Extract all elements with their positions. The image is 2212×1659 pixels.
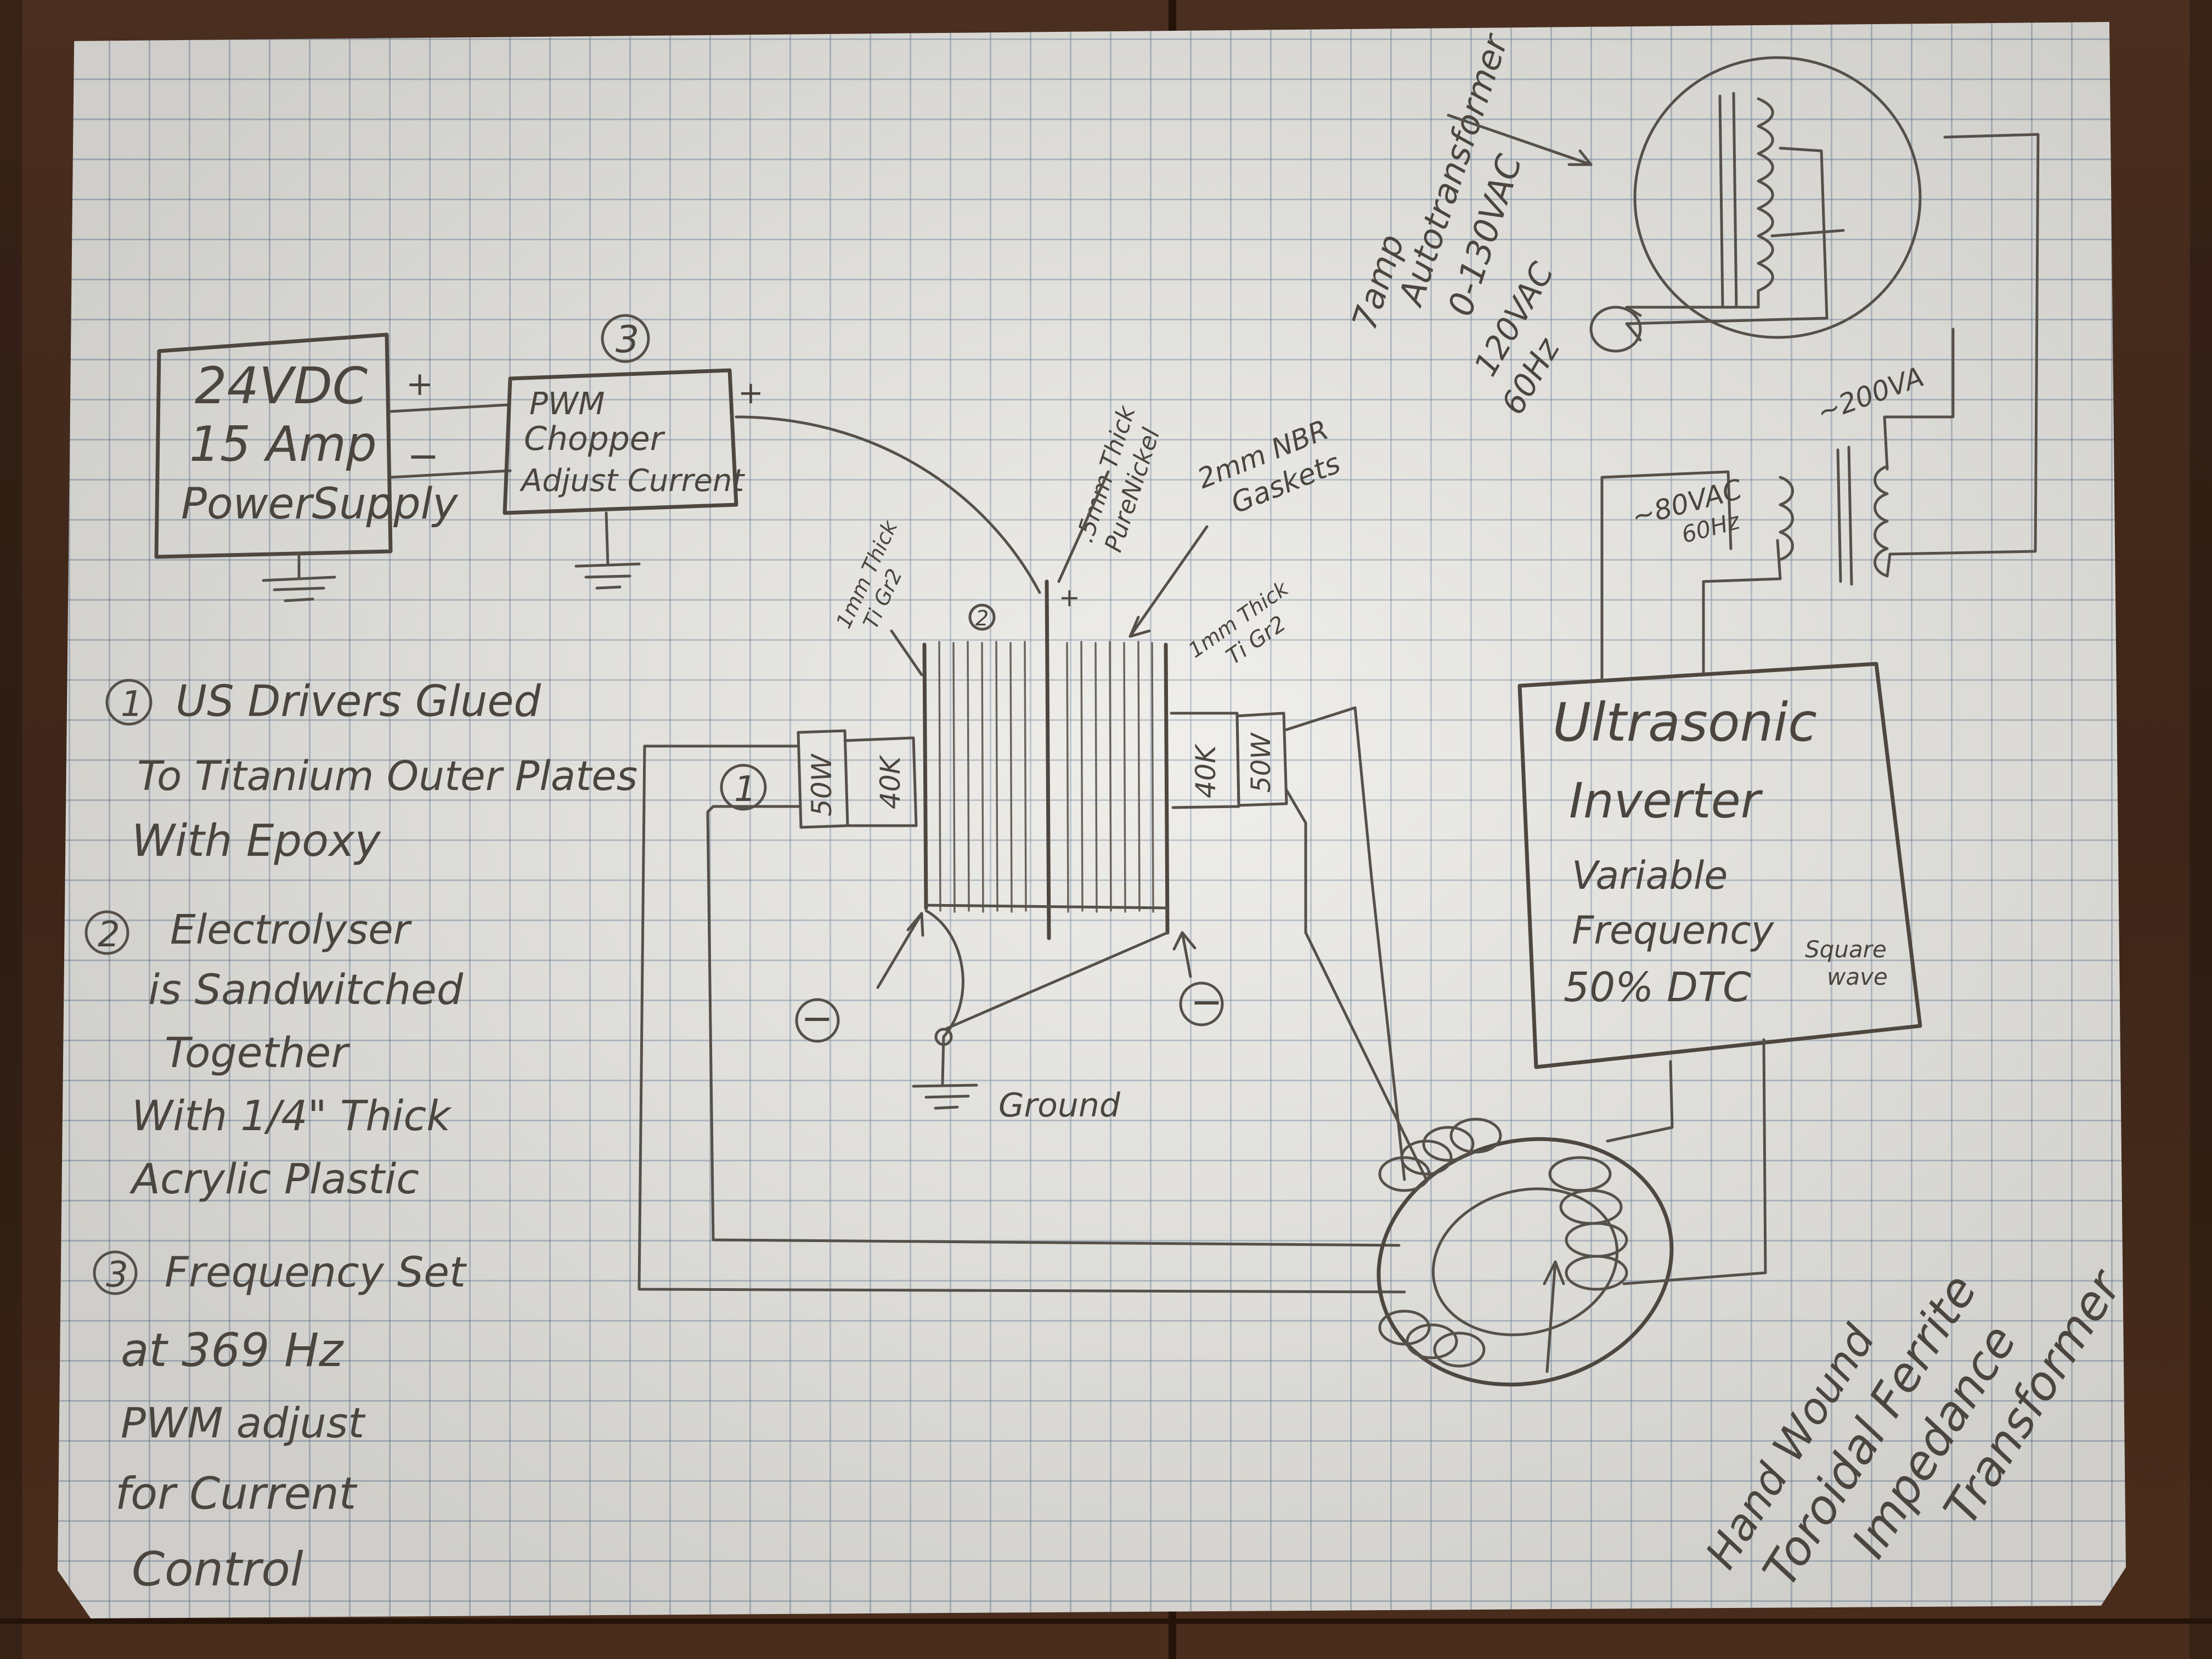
gaskets-label: 2mm NBR Gaskets (1193, 414, 1345, 520)
graph-paper-sheet (58, 22, 2126, 1618)
ground-label: Ground (998, 1086, 1121, 1125)
note-2-line1: Electrolyser (170, 906, 413, 953)
plate-right-label: 1mm Thick Ti Gr2 (1184, 575, 1294, 669)
note-2-line4: With 1/4" Thick (132, 1091, 452, 1140)
marker-2-small: 2 (975, 606, 989, 630)
table-seam-bottom (0, 1618, 2212, 1624)
note-1-num: 1 (121, 684, 143, 725)
inverter-line5: 50% DTC (1564, 964, 1751, 1011)
power-supply-block: 24VDC 15 Amp PowerSupply + − (154, 332, 512, 602)
driver-right: 40K 50W (1170, 712, 1288, 809)
note-1-line1: US Drivers Glued (176, 677, 541, 726)
driver-right-50w: 50W (1246, 732, 1277, 793)
toroid-transformer (1376, 1118, 1674, 1387)
psu-line3: PowerSupply (181, 479, 459, 529)
inverter-square: Square (1805, 936, 1887, 963)
nickel-plus: + (1059, 583, 1080, 612)
pwm-marker: 3 (616, 318, 639, 362)
note-2-line5: Acrylic Plastic (129, 1154, 419, 1203)
marker-1: 1 (734, 769, 757, 810)
inverter-line4: Frequency (1572, 908, 1775, 953)
plate-left-label: 1mm Thick Ti Gr2 (831, 516, 907, 633)
note-3-line1: Frequency Set (165, 1248, 467, 1296)
note-2-line2: is Sandwitched (148, 965, 464, 1014)
pwm-line3: Adjust Current (520, 463, 745, 499)
driver-right-40k: 40K (1190, 743, 1222, 798)
toroid-label: Hand Wound Toroidal Ferrite Impedance Tr… (1696, 1260, 2134, 1596)
psu-minus-sign: − (407, 433, 439, 478)
electrolyser-stack: 2 + (922, 579, 1170, 940)
note-3-line3: PWM adjust (121, 1398, 366, 1447)
driver-left-40k: 40K (874, 754, 906, 809)
pwm-line1: PWM (529, 386, 605, 422)
driver-left-50w: 50W (806, 753, 838, 816)
ultrasonic-inverter-block: Ultrasonic Inverter Variable Frequency 5… (1517, 470, 1922, 1285)
psu-plus-sign: + (406, 365, 433, 403)
inverter-line2: Inverter (1569, 772, 1763, 829)
inverter-line1: Ultrasonic (1553, 692, 1817, 753)
note-3-line2: at 369 Hz (121, 1323, 344, 1377)
driver-left: 50W 40K 1 (720, 729, 918, 829)
note-3-num: 3 (106, 1255, 128, 1295)
psu-line2: 15 Amp (189, 416, 377, 472)
va-label: ~200VA (1813, 361, 1928, 429)
note-3-line4: for Current (115, 1468, 358, 1519)
note-2-num: 2 (98, 915, 120, 955)
notes-list: 1 US Drivers Glued To Titanium Outer Pla… (84, 677, 637, 1597)
psu-ground-symbol (262, 552, 336, 602)
pure-nickel-label: .5mm Thick PureNickel (1071, 402, 1166, 556)
pwm-plus-sign: + (738, 375, 764, 411)
note-1-line2: To Titanium Outer Plates (137, 753, 637, 800)
pwm-chopper-block: 3 PWM Chopper Adjust Current + (503, 314, 1041, 594)
autotransformer: 7amp Autotransformer 0-130VAC 120VAC 60H… (1344, 28, 1922, 421)
note-2-line3: Together (165, 1028, 351, 1077)
inverter-wave: wave (1827, 963, 1888, 990)
note-1-line3: With Epoxy (132, 815, 381, 866)
pwm-line2: Chopper (524, 420, 665, 458)
inverter-line3: Variable (1572, 853, 1728, 898)
psu-line1: 24VDC (195, 357, 368, 415)
step-down-transformer: ~80VAC 60Hz ~200VA (1628, 133, 2040, 586)
note-3-line5: Control (132, 1542, 303, 1597)
